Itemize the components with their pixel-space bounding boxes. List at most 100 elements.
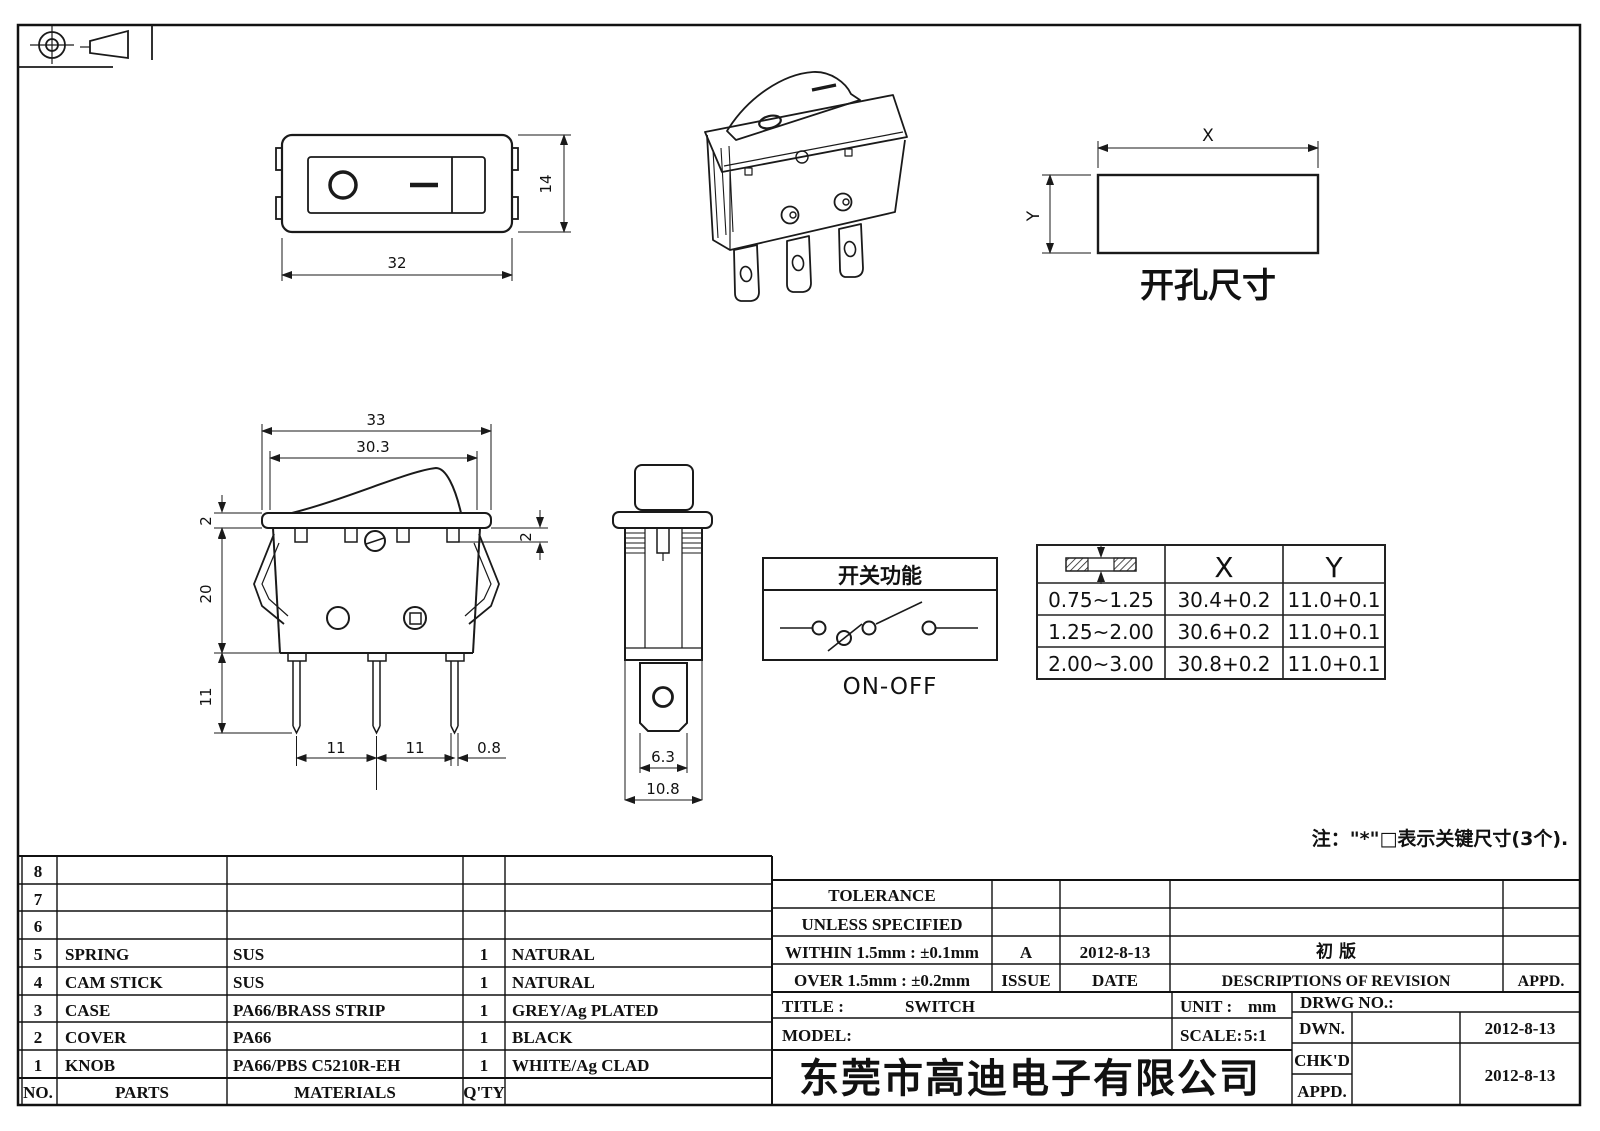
cutout-caption: 开孔尺寸: [1140, 266, 1276, 306]
scale-label: SCALE:: [1180, 1026, 1242, 1045]
xy-cell: 30.4+0.2: [1177, 588, 1270, 612]
xy-cell: 30.6+0.2: [1177, 620, 1270, 644]
terminal-outline: [639, 662, 688, 732]
model-label: MODEL:: [782, 1026, 852, 1045]
chkd-appd-date: 2012-8-13: [1485, 1066, 1556, 1085]
parts-row-part: KNOB: [65, 1056, 115, 1075]
issue-value: A: [1020, 943, 1033, 962]
dim-front-overall: 33: [366, 411, 385, 429]
appd-label: APPD.: [1297, 1082, 1347, 1101]
cutout-x-label: X: [1202, 126, 1214, 146]
parts-row-part: CAM STICK: [65, 973, 164, 992]
parts-row-material: PA66/PBS C5210R-EH: [233, 1056, 400, 1075]
dim-top-height: 14: [537, 174, 555, 193]
parts-row-no: 8: [34, 862, 43, 881]
unit-value: mm: [1248, 997, 1276, 1016]
xy-table: [1036, 544, 1386, 680]
appd-header-label: APPD.: [1518, 973, 1565, 990]
xy-cell: 2.00~3.00: [1048, 652, 1154, 676]
tolerance-subtitle: UNLESS SPECIFIED: [801, 915, 962, 934]
xy-cell: 11.0+0.1: [1287, 652, 1380, 676]
screw-head: [364, 530, 386, 552]
parts-row-no: 7: [34, 890, 43, 909]
scale-value: 5:1: [1244, 1026, 1267, 1045]
parts-row-qty: 1: [480, 973, 489, 992]
tolerance-title: TOLERANCE: [828, 886, 935, 905]
projection-symbol-icon: [18, 25, 153, 68]
xy-cell: 30.8+0.2: [1177, 652, 1270, 676]
circuit-schematic: [780, 601, 978, 652]
xy-cell: 11.0+0.1: [1287, 620, 1380, 644]
sheet-border: [16, 23, 1582, 1107]
parts-row-no: 6: [34, 917, 43, 936]
xy-cell: 1.25~2.00: [1048, 620, 1154, 644]
parts-row-color: WHITE/Ag CLAD: [512, 1056, 649, 1075]
xy-col-y: Y: [1324, 551, 1343, 584]
parts-row-material: SUS: [233, 973, 264, 992]
xy-cell: 0.75~1.25: [1048, 588, 1154, 612]
descriptions-label: DESCRIPTIONS OF REVISION: [1222, 973, 1451, 990]
isometric-view: [704, 71, 908, 302]
panel-thickness-icon: [1065, 545, 1137, 584]
side-view: [612, 464, 713, 804]
parts-row-color: GREY/Ag PLATED: [512, 1001, 659, 1020]
key-dimension-note: 注："*"□表示关键尺寸(3个).: [1312, 827, 1569, 850]
dim-pin-length: 11: [197, 687, 215, 706]
dwn-label: DWN.: [1299, 1019, 1345, 1038]
chkd-label: CHK'D: [1294, 1051, 1350, 1070]
parts-header-qty: Q'TY: [463, 1083, 505, 1102]
drwg-label: DRWG NO.:: [1300, 993, 1394, 1012]
parts-row-no: 1: [34, 1056, 43, 1075]
rocker-o-mark-iso: [758, 114, 782, 130]
dim-pin-thickness: 0.8: [477, 739, 501, 757]
title-label: TITLE :: [782, 997, 844, 1016]
dim-top-width: 32: [387, 254, 406, 272]
xy-col-x: X: [1214, 551, 1233, 584]
dwn-date: 2012-8-13: [1485, 1019, 1556, 1038]
parts-row-color: BLACK: [512, 1028, 573, 1047]
parts-row-material: SUS: [233, 945, 264, 964]
parts-header-materials: MATERIALS: [294, 1083, 396, 1102]
dim-body-depth: 10.8: [646, 780, 679, 798]
cutout-view: [1042, 141, 1320, 255]
tolerance-within: WITHIN 1.5mm : ±0.1mm: [785, 943, 979, 962]
unit-label: UNIT :: [1180, 997, 1232, 1016]
front-view: [214, 424, 548, 790]
parts-row-no: 2: [34, 1028, 43, 1047]
dim-clip-gap: 2: [517, 532, 535, 542]
title-block-grid: [772, 879, 1580, 1105]
parts-row-part: COVER: [65, 1028, 127, 1047]
function-box: [762, 557, 998, 661]
parts-row-material: PA66/BRASS STRIP: [233, 1001, 385, 1020]
company-name: 东莞市高迪电子有限公司: [799, 1056, 1261, 1102]
parts-row-qty: 1: [480, 1028, 489, 1047]
parts-header-no: NO.: [23, 1083, 53, 1102]
title-value: SWITCH: [905, 997, 975, 1016]
parts-row-qty: 1: [480, 1056, 489, 1075]
terminal-hole: [652, 686, 674, 708]
dim-terminal-width: 6.3: [651, 748, 675, 766]
parts-row-qty: 1: [480, 945, 489, 964]
parts-row-color: NATURAL: [512, 945, 595, 964]
parts-row-part: SPRING: [65, 945, 129, 964]
parts-row-qty: 1: [480, 1001, 489, 1020]
rocker-profile: [291, 466, 462, 514]
parts-row-no: 3: [34, 1001, 43, 1020]
dim-pitch-right: 11: [405, 739, 424, 757]
dim-front-opening: 30.3: [356, 438, 389, 456]
rocker-dash-mark-iso: [811, 83, 837, 92]
issue-label: ISSUE: [1001, 971, 1050, 990]
parts-row-part: CASE: [65, 1001, 110, 1020]
revision-value: 初 版: [1316, 941, 1356, 962]
top-view: [275, 133, 571, 281]
parts-table: [18, 855, 773, 1105]
parts-row-color: NATURAL: [512, 973, 595, 992]
parts-row-material: PA66: [233, 1028, 271, 1047]
parts-row-no: 5: [34, 945, 43, 964]
parts-header-parts: PARTS: [115, 1083, 169, 1102]
date-label: DATE: [1092, 971, 1138, 990]
rocker-o-mark: [328, 170, 358, 200]
date-value: 2012-8-13: [1080, 943, 1151, 962]
